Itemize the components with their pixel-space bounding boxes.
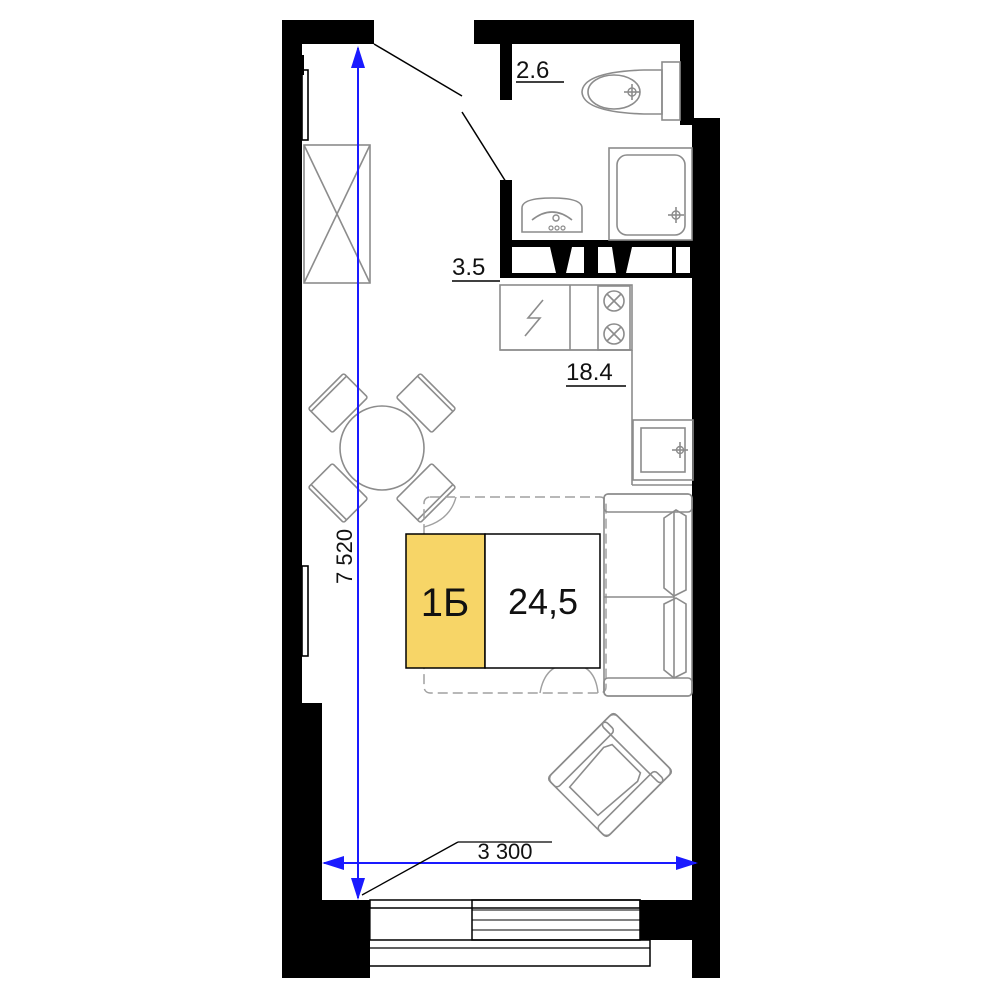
entrance-door — [373, 43, 507, 183]
cooktop — [597, 285, 631, 351]
kitchen-area-label: 18.4 — [566, 359, 613, 386]
left-window — [301, 69, 309, 657]
bottom-wall-left — [282, 900, 370, 978]
vertical-dimension: 7 520 — [332, 46, 365, 900]
bath-right-wall-upper — [680, 20, 694, 125]
dining-chairs — [308, 373, 456, 523]
shower-tray — [608, 147, 693, 241]
apartment-total-area: 24,5 — [508, 581, 578, 622]
sofa — [603, 493, 693, 697]
left-wall-window-gap-top — [282, 55, 304, 75]
toilet — [581, 61, 681, 121]
dining-table — [339, 405, 425, 491]
apartment-badge: 1Б 24,5 — [405, 533, 601, 669]
armchair — [547, 712, 673, 838]
washbasin — [521, 197, 583, 233]
left-wall-cap-top — [282, 20, 374, 44]
wall-niches — [512, 247, 690, 273]
badge-area-cell — [484, 533, 601, 669]
wc-partition — [500, 38, 512, 100]
apartment-type-label: 1Б — [421, 581, 470, 625]
bath-area-label: 3.5 — [452, 254, 485, 281]
horizontal-dimension: 3 300 — [322, 839, 698, 896]
balcony-window — [359, 899, 651, 967]
room-labels: 2.6 3.5 18.4 — [452, 57, 626, 387]
wc-area-label: 2.6 — [516, 57, 549, 84]
wardrobe — [303, 144, 371, 284]
right-wall — [692, 118, 720, 978]
height-dimension-label: 7 520 — [332, 529, 357, 584]
kitchen-sink — [632, 419, 694, 481]
bottom-wall-right — [640, 900, 720, 940]
width-dimension-label: 3 300 — [477, 839, 532, 864]
